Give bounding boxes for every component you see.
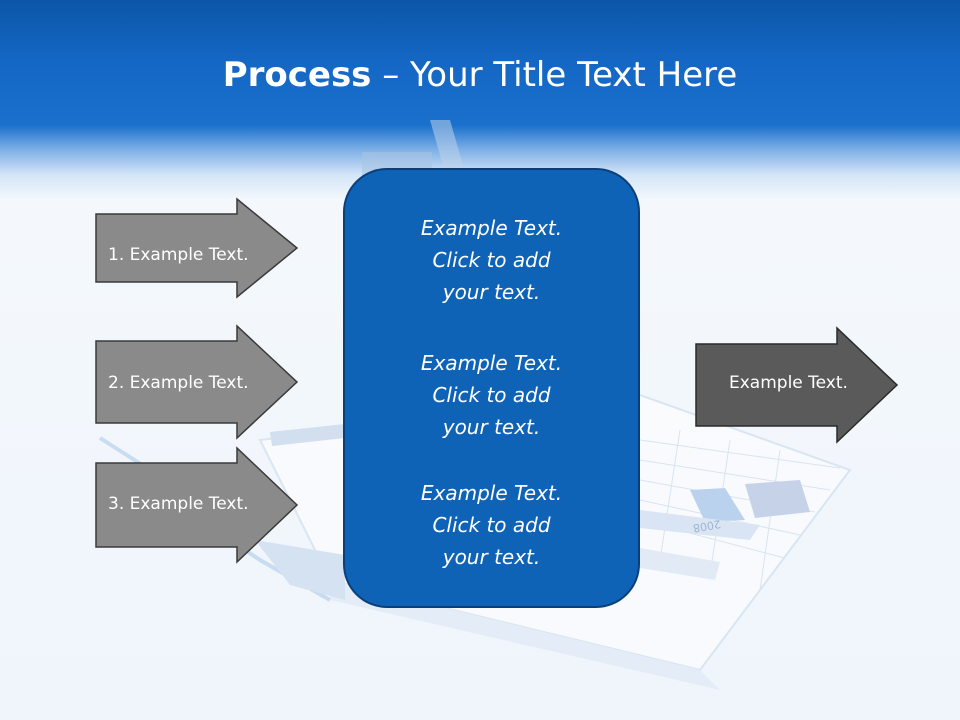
- process-text-line: Example Text.: [420, 481, 563, 505]
- process-text-line: Example Text.: [420, 216, 563, 240]
- input-arrow-3-label: 3. Example Text.: [108, 494, 249, 514]
- arrow-shape: [695, 326, 899, 444]
- process-text-line: your text.: [442, 280, 541, 304]
- bg-doc-bar: [745, 480, 810, 518]
- bg-doc-corner: [255, 540, 345, 600]
- input-arrow-1-label: 1. Example Text.: [108, 245, 249, 265]
- bg-doc-band: [640, 510, 760, 540]
- process-text-block-1[interactable]: Example Text. Click to add your text.: [343, 212, 640, 308]
- process-text-line: Click to add: [432, 383, 551, 407]
- process-text-line: your text.: [442, 545, 541, 569]
- input-arrow-3[interactable]: [94, 446, 300, 564]
- process-text-line: Click to add: [432, 248, 551, 272]
- bg-doc-band: [640, 548, 720, 580]
- process-box[interactable]: [343, 168, 640, 608]
- arrow-shape: [95, 324, 299, 440]
- process-text-line: Click to add: [432, 513, 551, 537]
- bg-doc-bar: [690, 488, 745, 522]
- bg-document-year: 2008: [692, 517, 722, 535]
- process-text-block-2[interactable]: Example Text. Click to add your text.: [343, 347, 640, 443]
- title-bold: Process: [222, 55, 372, 95]
- bg-doc-header: [270, 424, 345, 446]
- process-text-block-3[interactable]: Example Text. Click to add your text.: [343, 477, 640, 573]
- output-arrow-label: Example Text.: [729, 373, 848, 393]
- input-arrow-1[interactable]: [94, 197, 300, 299]
- arrow-shape: [95, 197, 299, 299]
- process-text-line: your text.: [442, 415, 541, 439]
- arrow-shape: [95, 446, 299, 564]
- process-text-line: Example Text.: [420, 351, 563, 375]
- header-band: [0, 0, 960, 200]
- output-arrow[interactable]: [694, 326, 900, 444]
- input-arrow-2-label: 2. Example Text.: [108, 373, 249, 393]
- input-arrow-2[interactable]: [94, 324, 300, 440]
- slide-title[interactable]: Process – Your Title Text Here: [0, 52, 960, 98]
- title-rest: – Your Title Text Here: [371, 55, 738, 95]
